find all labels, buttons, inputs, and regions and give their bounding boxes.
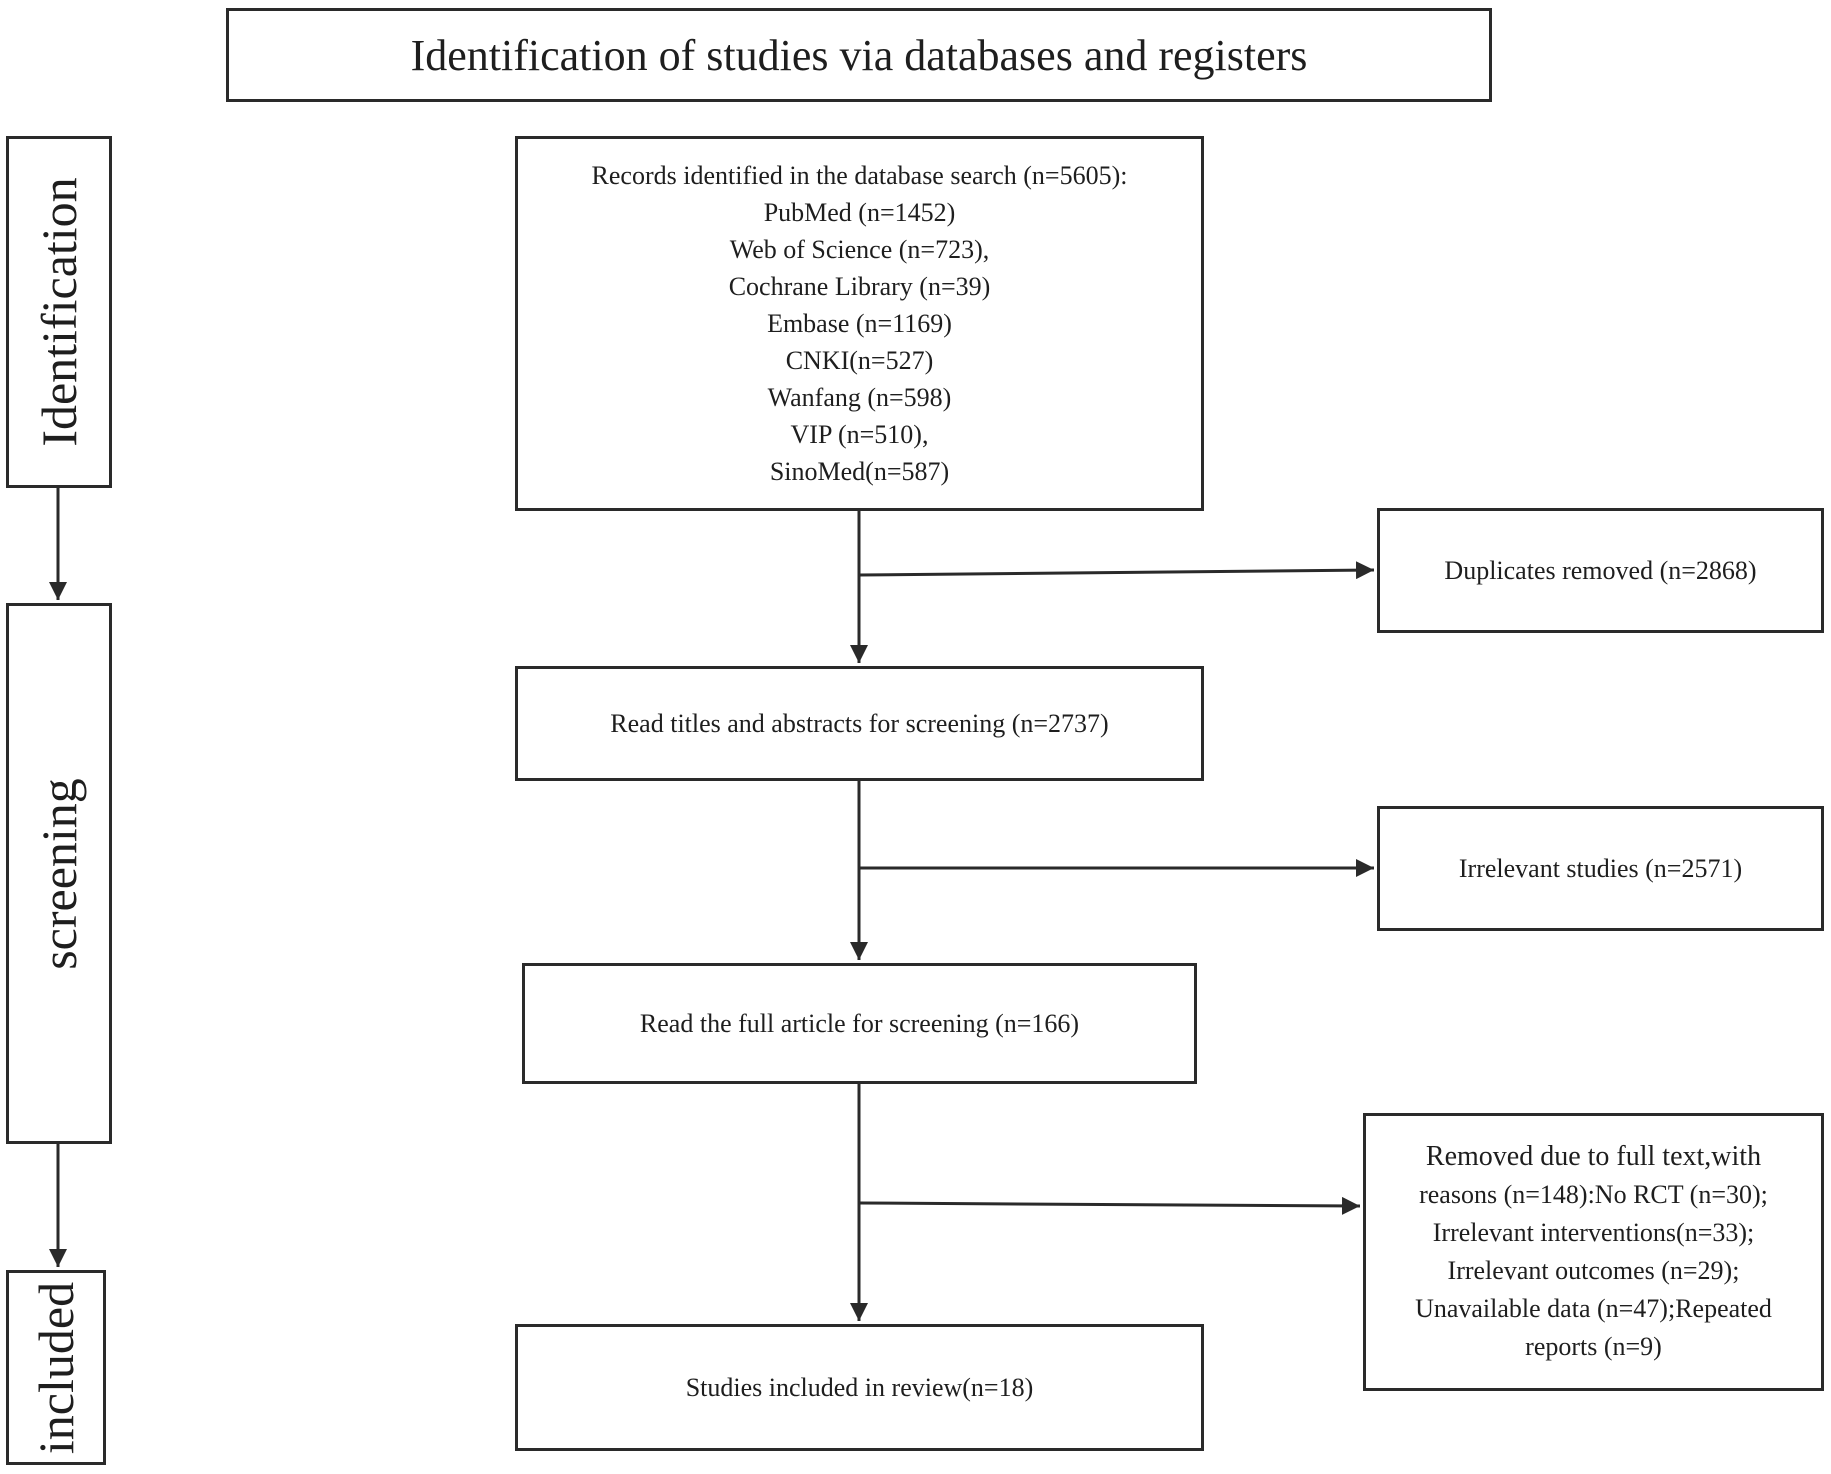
- records-line: Web of Science (n=723),: [729, 235, 990, 264]
- records-line: VIP (n=510),: [790, 420, 929, 449]
- title-abstract-screening-text: Read titles and abstracts for screening …: [610, 709, 1109, 738]
- irrelevant-studies-text: Irrelevant studies (n=2571): [1458, 853, 1743, 883]
- excluded-line: reasons (n=148):No RCT (n=30);: [1419, 1180, 1768, 1209]
- records-line: Wanfang (n=598): [767, 383, 952, 412]
- excluded-line: reports (n=9): [1525, 1332, 1662, 1361]
- duplicates-removed-box: Duplicates removed (n=2868): [1377, 508, 1824, 633]
- title-abstract-screening-box: Read titles and abstracts for screening …: [515, 666, 1204, 781]
- irrelevant-studies-box: Irrelevant studies (n=2571): [1377, 806, 1824, 931]
- records-line: Cochrane Library (n=39): [728, 272, 991, 301]
- studies-included-box: Studies included in review(n=18): [515, 1324, 1204, 1451]
- excluded-line: Irrelevant interventions(n=33);: [1432, 1218, 1755, 1247]
- stage-identification: Identification: [6, 136, 112, 488]
- diagram-title: Identification of studies via databases …: [410, 30, 1308, 80]
- studies-included-text: Studies included in review(n=18): [685, 1373, 1034, 1402]
- fulltext-screening-text: Read the full article for screening (n=1…: [639, 1009, 1080, 1038]
- fulltext-excluded-box: Removed due to full text,with reasons (n…: [1363, 1113, 1824, 1391]
- records-line: Records identified in the database searc…: [591, 161, 1128, 190]
- stage-included: included: [6, 1270, 106, 1465]
- title-box: Identification of studies via databases …: [226, 8, 1492, 102]
- excluded-line: Removed due to full text,with: [1425, 1141, 1762, 1172]
- records-line: PubMed (n=1452): [763, 198, 956, 227]
- records-identified-box: Records identified in the database searc…: [515, 136, 1204, 511]
- records-line: CNKI(n=527): [785, 346, 934, 375]
- stage-screening: screening: [6, 603, 112, 1144]
- arrow-to-excluded: [858, 1196, 1361, 1215]
- duplicates-removed-text: Duplicates removed (n=2868): [1444, 555, 1757, 585]
- fulltext-screening-box: Read the full article for screening (n=1…: [522, 963, 1197, 1084]
- records-line: SinoMed(n=587): [769, 457, 950, 486]
- excluded-line: Unavailable data (n=47);Repeated: [1415, 1294, 1772, 1323]
- arrow-to-duplicates: [858, 561, 1375, 580]
- excluded-line: Irrelevant outcomes (n=29);: [1447, 1256, 1740, 1285]
- records-line: Embase (n=1169): [767, 309, 952, 338]
